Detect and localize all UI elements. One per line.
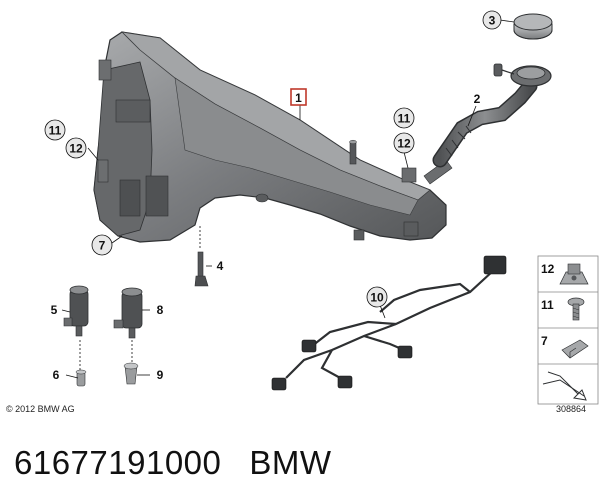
callout-4: 4 <box>217 259 224 273</box>
svg-text:12: 12 <box>69 142 83 156</box>
callout-10: 10 <box>366 286 388 308</box>
bolt[interactable] <box>194 251 209 287</box>
callout-11-tank-left: 11 <box>44 119 66 141</box>
wiring-connector-main[interactable] <box>483 255 507 275</box>
svg-text:1: 1 <box>295 91 302 105</box>
callout-9: 9 <box>157 368 164 382</box>
callout-12-tank-right: 12 <box>393 132 415 154</box>
svg-text:12: 12 <box>397 137 411 151</box>
callout-8: 8 <box>157 303 164 317</box>
legend-arrow-icon <box>542 371 587 401</box>
callout-11-tank-right: 11 <box>393 107 415 129</box>
parts-diagram: 3 1 2 11 12 11 12 7 4 5 8 6 9 10 <box>44 10 599 405</box>
svg-text:5: 5 <box>51 303 58 317</box>
svg-text:3: 3 <box>489 14 496 28</box>
callout-3: 3 <box>482 10 502 30</box>
svg-text:11: 11 <box>49 124 62 138</box>
callout-6: 6 <box>53 368 60 382</box>
copyright-notice: © 2012 BMW AG <box>6 404 75 414</box>
callout-5: 5 <box>51 303 58 317</box>
svg-text:9: 9 <box>157 368 164 382</box>
svg-text:10: 10 <box>370 291 384 305</box>
filler-cap[interactable] <box>513 13 553 40</box>
washer-fluid-reservoir[interactable] <box>93 31 453 243</box>
svg-text:11: 11 <box>398 112 411 126</box>
grommet-large[interactable] <box>123 362 139 385</box>
diagram-number: 308864 <box>556 404 587 414</box>
callout-1: 1 <box>290 88 307 106</box>
legend-nut-icon <box>559 263 589 285</box>
legend-clip-icon <box>561 339 589 359</box>
svg-text:7: 7 <box>99 239 106 253</box>
grommet-small[interactable] <box>75 369 87 387</box>
legend-label-11: 11 <box>541 298 554 312</box>
svg-text:8: 8 <box>157 303 164 317</box>
callout-2: 2 <box>474 92 481 106</box>
legend-label-12: 12 <box>541 262 555 276</box>
part-caption: 61677191000 BMW <box>14 444 332 482</box>
wiring-connector-a[interactable] <box>397 345 413 359</box>
wiring-harness[interactable] <box>285 269 495 381</box>
legend-label-7: 7 <box>541 334 548 348</box>
svg-text:4: 4 <box>217 259 224 273</box>
callout-12-tank-left: 12 <box>65 137 87 159</box>
wiring-connector-b[interactable] <box>337 375 353 389</box>
wiring-connector-c[interactable] <box>271 377 287 391</box>
wiring-connector-d[interactable] <box>301 339 317 353</box>
svg-text:2: 2 <box>474 92 481 106</box>
brand-name: BMW <box>249 444 332 481</box>
svg-text:6: 6 <box>53 368 60 382</box>
filler-hose[interactable] <box>432 63 552 168</box>
part-number[interactable]: 61677191000 <box>14 444 222 481</box>
washer-pump-left[interactable] <box>63 285 89 337</box>
legend-screw-icon <box>567 297 585 321</box>
callout-7: 7 <box>91 234 113 256</box>
washer-pump-right[interactable] <box>113 287 143 339</box>
leader-lines <box>61 19 515 379</box>
